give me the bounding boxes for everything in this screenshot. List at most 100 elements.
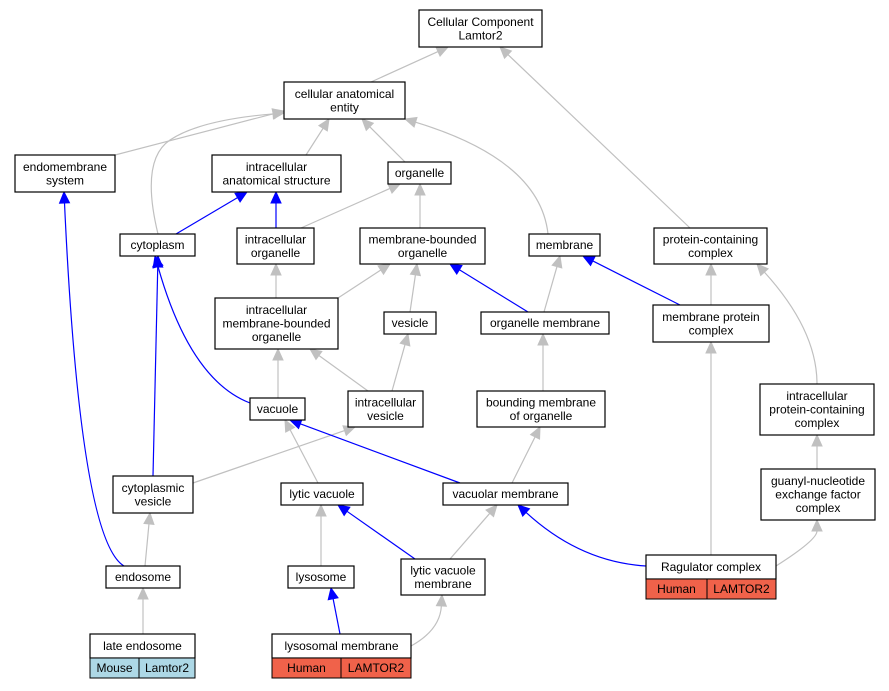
node-vac[interactable]: vacuole	[249, 397, 306, 421]
edge-ias-cae	[305, 117, 330, 156]
edge-line	[415, 121, 549, 235]
node-box	[652, 304, 770, 343]
gene-cell	[138, 657, 196, 679]
arrowhead	[327, 586, 339, 601]
node-label: membrane	[414, 577, 472, 591]
node-label: endomembrane	[23, 160, 107, 174]
node-label: intracellular	[786, 389, 847, 403]
edge-line	[525, 512, 647, 567]
arrowhead	[529, 425, 541, 440]
node-label: exchange factor	[775, 488, 860, 502]
edge-line	[459, 269, 529, 313]
edge-rag-mpc	[705, 340, 717, 555]
node-vm[interactable]: vacuolar membrane	[442, 482, 569, 506]
edge-line	[332, 598, 341, 635]
arrowhead	[284, 418, 296, 433]
edge-cv-cyto	[151, 254, 164, 477]
arrowhead	[387, 183, 402, 194]
edge-pcc-root	[499, 46, 691, 229]
node-org[interactable]: organelle	[387, 161, 452, 185]
node-label: lytic vacuole	[289, 487, 355, 501]
edge-mbo-org	[414, 182, 426, 228]
node-box	[287, 565, 355, 589]
node-ves[interactable]: vesicle	[383, 311, 437, 335]
edge-endosome-endo	[58, 190, 125, 567]
node-lyso[interactable]: lysosome	[287, 565, 355, 589]
edge-lyso-lv	[315, 503, 327, 566]
node-label: organelle	[398, 246, 448, 260]
edge-line	[346, 510, 416, 560]
node-label: membrane-bounded	[368, 232, 476, 246]
edge-le-endosome	[137, 586, 149, 634]
gene-label: LAMTOR2	[348, 661, 405, 675]
node-box	[283, 81, 406, 120]
node-mem[interactable]: membrane	[528, 233, 601, 257]
arrowhead	[409, 262, 422, 277]
node-label: protein-containing	[663, 232, 758, 246]
node-box	[14, 154, 116, 193]
node-label: intracellular	[355, 395, 416, 409]
edge-line	[370, 51, 439, 83]
arrowhead	[448, 263, 463, 275]
node-box	[400, 558, 486, 596]
node-label: complex	[796, 501, 841, 515]
edge-mpc-pcc	[705, 262, 717, 305]
edge-om-mbo	[448, 263, 529, 313]
node-box	[480, 311, 610, 335]
node-box	[211, 154, 342, 193]
node-box	[760, 468, 876, 521]
edge-io-ias	[270, 190, 282, 228]
node-om[interactable]: organelle membrane	[480, 311, 610, 335]
node-label: intracellular	[246, 303, 307, 317]
node-box	[214, 297, 339, 350]
edge-lm-lyso	[327, 586, 341, 635]
edge-line	[300, 187, 391, 229]
edge-line	[543, 266, 558, 313]
gene-cell	[340, 657, 412, 679]
species-label: Human	[657, 582, 696, 596]
node-lv[interactable]: lytic vacuole	[280, 482, 364, 506]
arrowhead	[270, 190, 282, 204]
edge-line	[150, 113, 274, 235]
node-label: complex	[689, 323, 734, 337]
edge-vac-imbo	[272, 347, 284, 398]
node-box	[418, 9, 543, 48]
arrowhead	[272, 347, 284, 361]
edge-line	[592, 260, 681, 306]
edge-line	[369, 126, 406, 163]
arrowhead	[551, 254, 563, 269]
node-endosome[interactable]: endosome	[105, 565, 181, 589]
node-cyto[interactable]: cytoplasm	[119, 233, 196, 257]
arrowhead	[435, 593, 448, 607]
edge-iv-ves	[391, 332, 411, 392]
edge-line	[337, 269, 382, 299]
node-label: complex	[795, 416, 840, 430]
edge-lv-vac	[284, 418, 319, 484]
arrowhead	[309, 348, 323, 361]
node-label: vesicle	[135, 494, 172, 508]
arrowhead	[756, 263, 770, 277]
edge-org-cae	[361, 118, 406, 163]
node-box	[105, 565, 181, 589]
node-label: intracellular	[245, 232, 306, 246]
edge-bmo-om	[537, 332, 549, 391]
